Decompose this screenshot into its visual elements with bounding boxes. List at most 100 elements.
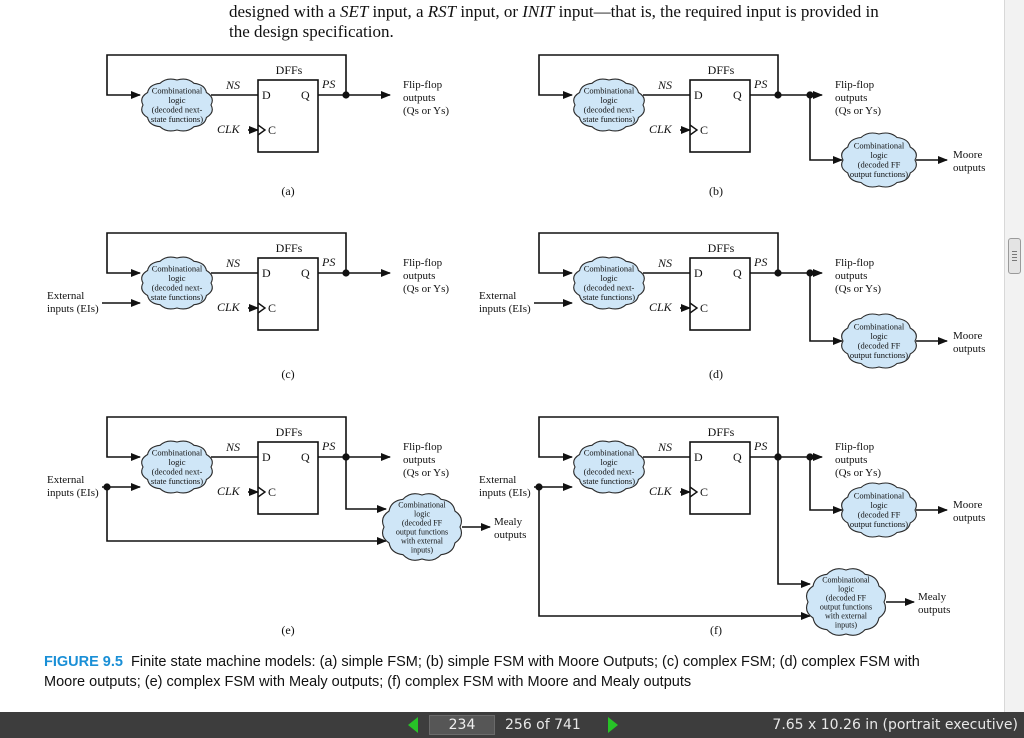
next-state-logic-cloud-label: state functions) bbox=[151, 476, 203, 486]
clk-label: CLK bbox=[217, 300, 241, 314]
mealy-output-logic-cloud-label: (decoded FF bbox=[826, 593, 867, 602]
page-size-label: 7.65 x 10.26 in (portrait executive) bbox=[772, 717, 1018, 733]
flip-flop-outputs-label: (Qs or Ys) bbox=[835, 467, 881, 479]
dff-title: DFFs bbox=[708, 241, 735, 255]
moore-output-logic-cloud-label: (decoded FF bbox=[858, 341, 901, 351]
flip-flop-outputs-label: outputs bbox=[403, 92, 435, 104]
mealy-output-logic-cloud-label: inputs) bbox=[835, 620, 858, 629]
state-feedback-line bbox=[106, 54, 347, 99]
flip-flop-outputs-label: outputs bbox=[835, 454, 867, 466]
external-inputs-label: External bbox=[47, 290, 84, 302]
flip-flop-outputs-label: outputs bbox=[403, 454, 435, 466]
clk-label: CLK bbox=[217, 122, 241, 136]
clk-label: CLK bbox=[649, 300, 673, 314]
moore-output-logic-cloud bbox=[841, 132, 917, 188]
next-state-logic-cloud-label: (decoded next- bbox=[584, 105, 635, 115]
next-state-logic-cloud bbox=[141, 78, 213, 132]
mealy-outputs-label: Mealy bbox=[918, 591, 947, 603]
intro-line-1: designed with a SET input, a RST input, … bbox=[229, 2, 879, 21]
next-state-logic-cloud bbox=[573, 256, 645, 310]
figure-caption: FIGURE 9.5 Finite state machine models: … bbox=[44, 652, 944, 692]
page-count-label: 256 of 741 bbox=[505, 717, 581, 733]
moore-output-logic-cloud-label: output functions) bbox=[850, 350, 908, 360]
dff-q-pin: Q bbox=[301, 266, 310, 280]
moore-outputs-label: Moore bbox=[953, 330, 982, 342]
junction-dot bbox=[774, 91, 782, 99]
clock-triangle-icon bbox=[257, 302, 267, 314]
next-state-logic-cloud-label: state functions) bbox=[583, 292, 635, 302]
dff-title: DFFs bbox=[708, 63, 735, 77]
moore-logic-input-line bbox=[809, 273, 843, 345]
junction-dot bbox=[806, 269, 814, 277]
mealy-output-logic-cloud-label: logic bbox=[838, 584, 854, 593]
junction-dot bbox=[342, 91, 350, 99]
ns-label: NS bbox=[657, 256, 672, 270]
moore-output-logic-cloud-label: logic bbox=[871, 500, 888, 510]
flip-flop-outputs-label: Flip-flop bbox=[835, 441, 875, 453]
dff-c-pin: C bbox=[700, 123, 708, 137]
panel-label: (e) bbox=[281, 623, 294, 637]
dff-title: DFFs bbox=[708, 425, 735, 439]
next-state-logic-cloud-label: Combinational bbox=[152, 264, 203, 274]
external-inputs-label: inputs (EIs) bbox=[47, 303, 99, 315]
flip-flop-outputs-label: Flip-flop bbox=[835, 79, 875, 91]
moore-output-logic-cloud-label: output functions) bbox=[850, 169, 908, 179]
scrollbar-thumb[interactable] bbox=[1008, 238, 1021, 274]
junction-dot bbox=[103, 483, 111, 491]
ps-label: PS bbox=[753, 77, 767, 91]
junction-dot bbox=[774, 269, 782, 277]
ps-label: PS bbox=[753, 255, 767, 269]
clk-label: CLK bbox=[649, 122, 673, 136]
flip-flop-outputs-label: Flip-flop bbox=[403, 257, 443, 269]
next-page-arrow-icon[interactable] bbox=[608, 717, 618, 733]
next-state-logic-cloud bbox=[141, 440, 213, 494]
mealy-output-logic-cloud-label: inputs) bbox=[411, 545, 434, 554]
moore-outputs-label: outputs bbox=[953, 512, 985, 524]
dff-c-pin: C bbox=[268, 301, 276, 315]
junction-dot bbox=[774, 453, 782, 461]
state-feedback-line bbox=[538, 232, 779, 277]
vertical-scrollbar[interactable] bbox=[1004, 0, 1024, 712]
dff-box bbox=[689, 257, 751, 331]
dff-title: DFFs bbox=[276, 241, 303, 255]
moore-outputs-label: Moore bbox=[953, 499, 982, 511]
junction-dot bbox=[535, 483, 543, 491]
next-state-logic-cloud-label: Combinational bbox=[584, 264, 635, 274]
previous-page-arrow-icon[interactable] bbox=[408, 717, 418, 733]
flip-flop-outputs-label: Flip-flop bbox=[835, 257, 875, 269]
next-state-logic-cloud-label: logic bbox=[601, 457, 618, 467]
next-state-logic-cloud-label: (decoded next- bbox=[584, 283, 635, 293]
flip-flop-outputs-label: (Qs or Ys) bbox=[403, 105, 449, 117]
mealy-output-logic-cloud-label: (decoded FF bbox=[402, 518, 443, 527]
flip-flop-outputs-label: outputs bbox=[403, 270, 435, 282]
moore-logic-input-line bbox=[809, 95, 843, 164]
page-number-input[interactable] bbox=[429, 715, 495, 735]
panel-label: (a) bbox=[281, 184, 294, 198]
moore-output-logic-cloud-label: (decoded FF bbox=[858, 160, 901, 170]
clock-triangle-icon bbox=[689, 302, 699, 314]
ns-label: NS bbox=[657, 78, 672, 92]
dff-c-pin: C bbox=[700, 301, 708, 315]
dff-q-pin: Q bbox=[733, 266, 742, 280]
external-inputs-label: inputs (EIs) bbox=[479, 303, 531, 315]
mealy-output-logic-cloud-label: with external bbox=[401, 536, 444, 545]
mealy-output-logic-cloud-label: with external bbox=[825, 611, 868, 620]
intro-line-2: the design specification. bbox=[229, 22, 394, 41]
mealy-output-logic-cloud-label: output functions bbox=[396, 527, 448, 536]
panel-label: (d) bbox=[709, 367, 723, 381]
ns-label: NS bbox=[225, 256, 240, 270]
figure-label: FIGURE 9.5 bbox=[44, 654, 123, 670]
next-state-logic-cloud-label: logic bbox=[169, 95, 186, 105]
document-page: designed with a SET input, a RST input, … bbox=[44, 2, 986, 692]
mealy-state-line bbox=[777, 457, 811, 588]
next-state-logic-cloud-label: logic bbox=[169, 273, 186, 283]
dff-title: DFFs bbox=[276, 63, 303, 77]
dff-d-pin: D bbox=[262, 450, 271, 464]
moore-output-logic-cloud-label: output functions) bbox=[850, 519, 908, 529]
next-state-logic-cloud-label: state functions) bbox=[583, 114, 635, 124]
clock-triangle-icon bbox=[689, 486, 699, 498]
moore-output-logic-cloud-label: Combinational bbox=[854, 322, 905, 332]
ps-label: PS bbox=[321, 255, 335, 269]
dff-q-pin: Q bbox=[301, 88, 310, 102]
